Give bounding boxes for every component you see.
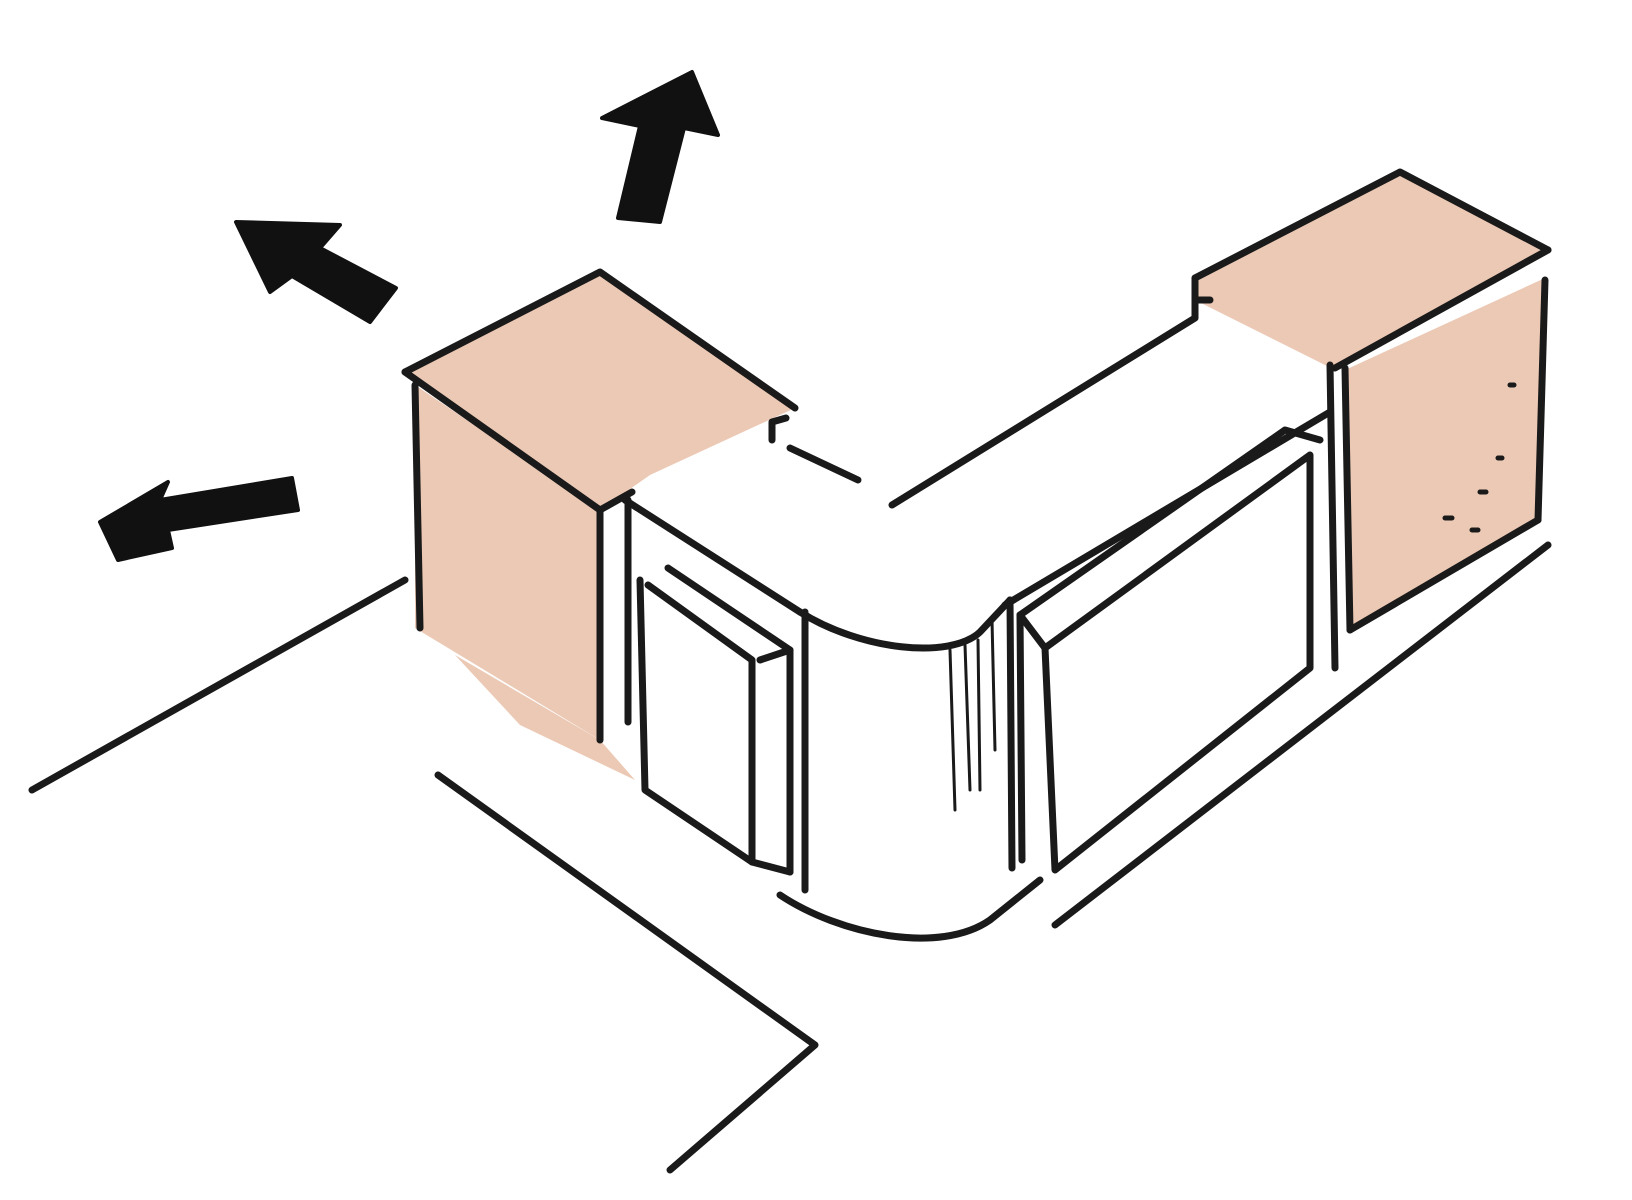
left-tower-notch xyxy=(768,414,790,444)
site-line-south xyxy=(434,771,819,1174)
arrow-north-icon xyxy=(600,70,720,224)
left-opening-reveal xyxy=(756,646,794,664)
right-opening-reveal xyxy=(1016,611,1049,652)
right-opening-jamb xyxy=(1016,611,1026,864)
arrow-west-icon xyxy=(98,476,300,562)
corner-hatching xyxy=(948,618,997,812)
site-lines xyxy=(28,541,1552,1174)
left-tower-block xyxy=(401,268,799,780)
site-line-east xyxy=(1051,541,1552,929)
wing-curved-corner-top xyxy=(796,596,1014,652)
left-opening-frame xyxy=(636,576,756,866)
right-tower-roof-outline xyxy=(1191,168,1552,282)
left-opening xyxy=(636,564,794,876)
left-tower-step xyxy=(596,488,636,514)
left-tower-roof-edge xyxy=(401,368,604,514)
left-tower-roof-outline xyxy=(401,268,799,412)
right-opening-frame-outer xyxy=(1016,426,1324,619)
right-tower-roof xyxy=(1195,172,1548,370)
left-tower-corner-edge xyxy=(411,381,424,632)
right-tower-texture xyxy=(1442,382,1517,533)
right-tower-block xyxy=(1191,168,1552,672)
connecting-wing xyxy=(621,296,1334,942)
right-tower-bottom-edge xyxy=(1346,516,1542,634)
right-tower-corner-edge xyxy=(1534,276,1549,524)
left-tower-roof xyxy=(405,272,795,510)
wing-roof-left xyxy=(786,444,862,484)
arrow-northwest-icon xyxy=(234,220,398,324)
wing-curved-corner-bottom xyxy=(776,876,1044,942)
left-tower-front-face xyxy=(415,385,600,740)
left-tower-plinth-shade xyxy=(455,655,635,780)
right-tower-front-edge xyxy=(1341,364,1354,634)
right-opening-frame xyxy=(1041,451,1314,874)
site-line-west xyxy=(28,576,409,794)
arrows xyxy=(98,70,720,562)
right-opening xyxy=(1016,426,1324,874)
wing-front-edge-right xyxy=(1006,596,1016,872)
wing-base-left xyxy=(621,496,804,616)
right-tower-roof-edge xyxy=(1331,246,1552,372)
wing-roof-right xyxy=(888,296,1199,509)
left-opening-sill xyxy=(748,858,794,876)
